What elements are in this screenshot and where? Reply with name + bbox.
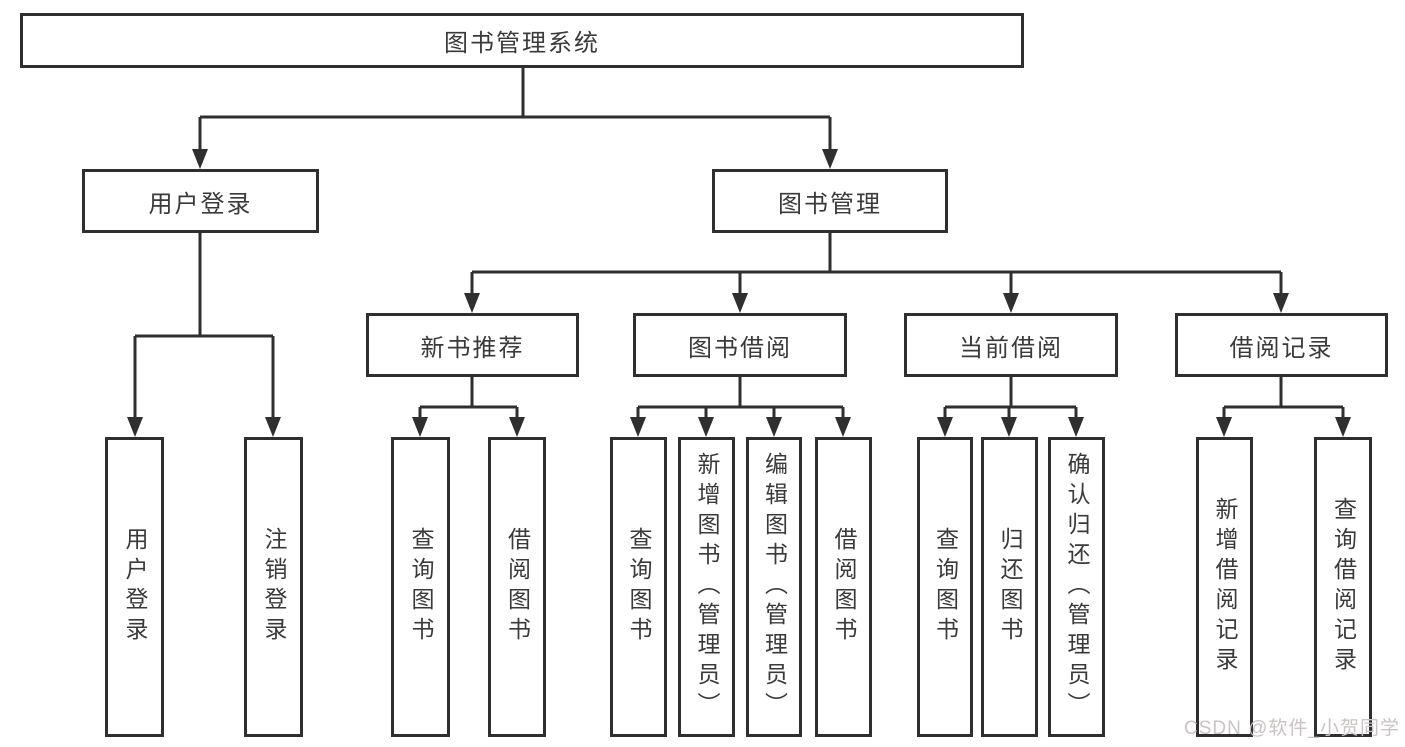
- leaf-borrow-books-recommend-label: 借阅图书: [504, 527, 531, 647]
- leaf-logout: 注销登录: [244, 437, 303, 737]
- leaf-borrow-books-recommend: 借阅图书: [488, 437, 546, 737]
- node-user-login: 用户登录: [82, 169, 319, 233]
- leaf-query-books-current-label: 查询图书: [932, 527, 959, 647]
- leaf-edit-book-admin: 编辑图书（管理员）: [746, 437, 802, 737]
- node-borrowing-records: 借阅记录: [1175, 313, 1388, 377]
- node-current-borrowing-label: 当前借阅: [959, 334, 1063, 362]
- node-book-borrowing-label: 图书借阅: [688, 334, 792, 362]
- node-user-login-label: 用户登录: [148, 190, 253, 218]
- node-new-book-recommend: 新书推荐: [366, 313, 579, 377]
- leaf-edit-book-admin-label: 编辑图书（管理员）: [761, 452, 788, 722]
- leaf-add-borrow-record: 新增借阅记录: [1196, 437, 1253, 737]
- leaf-query-books-recommend: 查询图书: [391, 437, 450, 737]
- node-root: 图书管理系统: [20, 13, 1024, 68]
- watermark: CSDN @软件_小贺同学: [1184, 718, 1400, 739]
- leaf-query-books-recommend-label: 查询图书: [408, 527, 434, 647]
- leaf-confirm-return-admin-label: 确认归还（管理员）: [1064, 452, 1090, 722]
- node-book-management-label: 图书管理: [778, 190, 882, 218]
- node-book-management: 图书管理: [712, 169, 948, 233]
- leaf-return-books: 归还图书: [981, 437, 1038, 737]
- node-new-book-recommend-label: 新书推荐: [420, 334, 525, 362]
- leaf-confirm-return-admin: 确认归还（管理员）: [1048, 437, 1105, 737]
- leaf-logout-label: 注销登录: [261, 527, 287, 647]
- leaf-query-borrow-record: 查询借阅记录: [1314, 437, 1372, 737]
- leaf-query-books-borrowing-label: 查询图书: [626, 527, 652, 647]
- leaf-return-books-label: 归还图书: [997, 527, 1023, 647]
- connector-paths: [133, 68, 1345, 432]
- leaf-borrow-books-label: 借阅图书: [831, 527, 857, 647]
- leaf-add-borrow-record-label: 新增借阅记录: [1212, 497, 1238, 677]
- leaf-borrow-books: 借阅图书: [815, 437, 872, 737]
- node-root-label: 图书管理系统: [444, 30, 600, 57]
- leaf-user-login-label: 用户登录: [122, 527, 148, 647]
- node-book-borrowing: 图书借阅: [633, 313, 847, 377]
- leaf-add-book-admin: 新增图书（管理员）: [678, 437, 735, 737]
- leaf-user-login: 用户登录: [105, 437, 164, 737]
- leaf-query-books-borrowing: 查询图书: [610, 437, 667, 737]
- leaf-query-borrow-record-label: 查询借阅记录: [1330, 497, 1357, 677]
- leaf-query-books-current: 查询图书: [917, 437, 973, 737]
- arrowhead-icons: [127, 149, 1351, 437]
- leaf-add-book-admin-label: 新增图书（管理员）: [694, 452, 720, 722]
- node-current-borrowing: 当前借阅: [904, 313, 1118, 377]
- node-borrowing-records-label: 借阅记录: [1229, 334, 1334, 362]
